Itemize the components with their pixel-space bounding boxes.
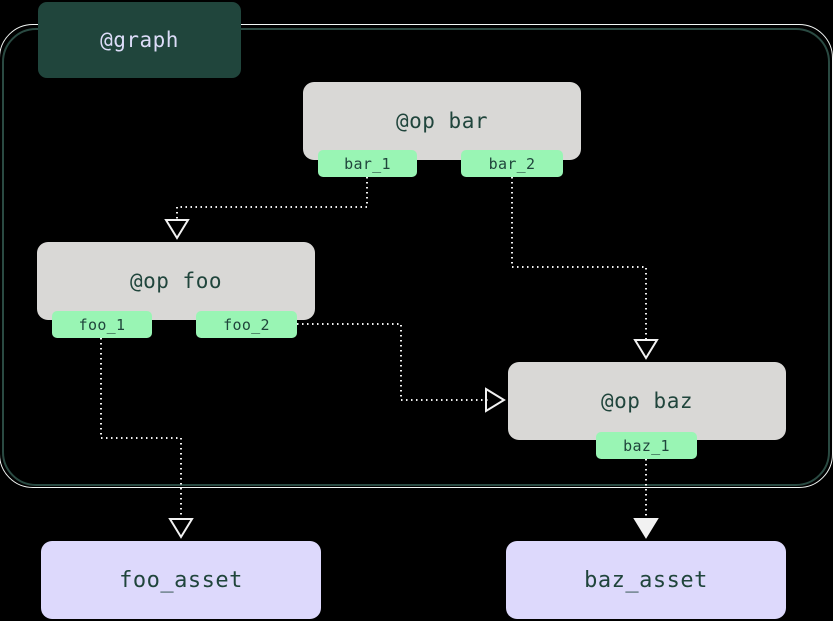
port-foo_2[interactable]: foo_2 xyxy=(196,311,297,338)
node-op-baz[interactable]: @op baz xyxy=(508,362,786,440)
port-label: bar_2 xyxy=(488,154,536,173)
port-bar_1[interactable]: bar_1 xyxy=(318,150,417,177)
arrowhead-foo1-to-asset xyxy=(168,518,194,539)
port-bar_2[interactable]: bar_2 xyxy=(461,150,563,177)
node-op-foo[interactable]: @op foo xyxy=(37,242,315,320)
graph-cluster-border xyxy=(2,28,830,486)
node-title: @op foo xyxy=(129,269,222,293)
port-label: foo_2 xyxy=(223,315,270,334)
cluster-label-text: @graph xyxy=(100,28,179,52)
node-title: @op baz xyxy=(600,389,693,413)
node-title: foo_asset xyxy=(119,567,243,593)
node-foo-asset[interactable]: foo_asset xyxy=(41,541,321,619)
node-op-bar[interactable]: @op bar xyxy=(303,82,581,160)
port-foo_1[interactable]: foo_1 xyxy=(52,311,152,338)
node-title: @op bar xyxy=(395,109,488,133)
node-title: baz_asset xyxy=(584,567,708,593)
port-baz_1[interactable]: baz_1 xyxy=(596,432,697,459)
port-label: foo_1 xyxy=(78,315,126,334)
port-label: bar_1 xyxy=(344,154,391,173)
cluster-label-graph[interactable]: @graph xyxy=(38,2,241,78)
node-baz-asset[interactable]: baz_asset xyxy=(506,541,786,619)
arrowhead-baz1-to-asset xyxy=(633,518,659,539)
port-label: baz_1 xyxy=(623,436,670,455)
